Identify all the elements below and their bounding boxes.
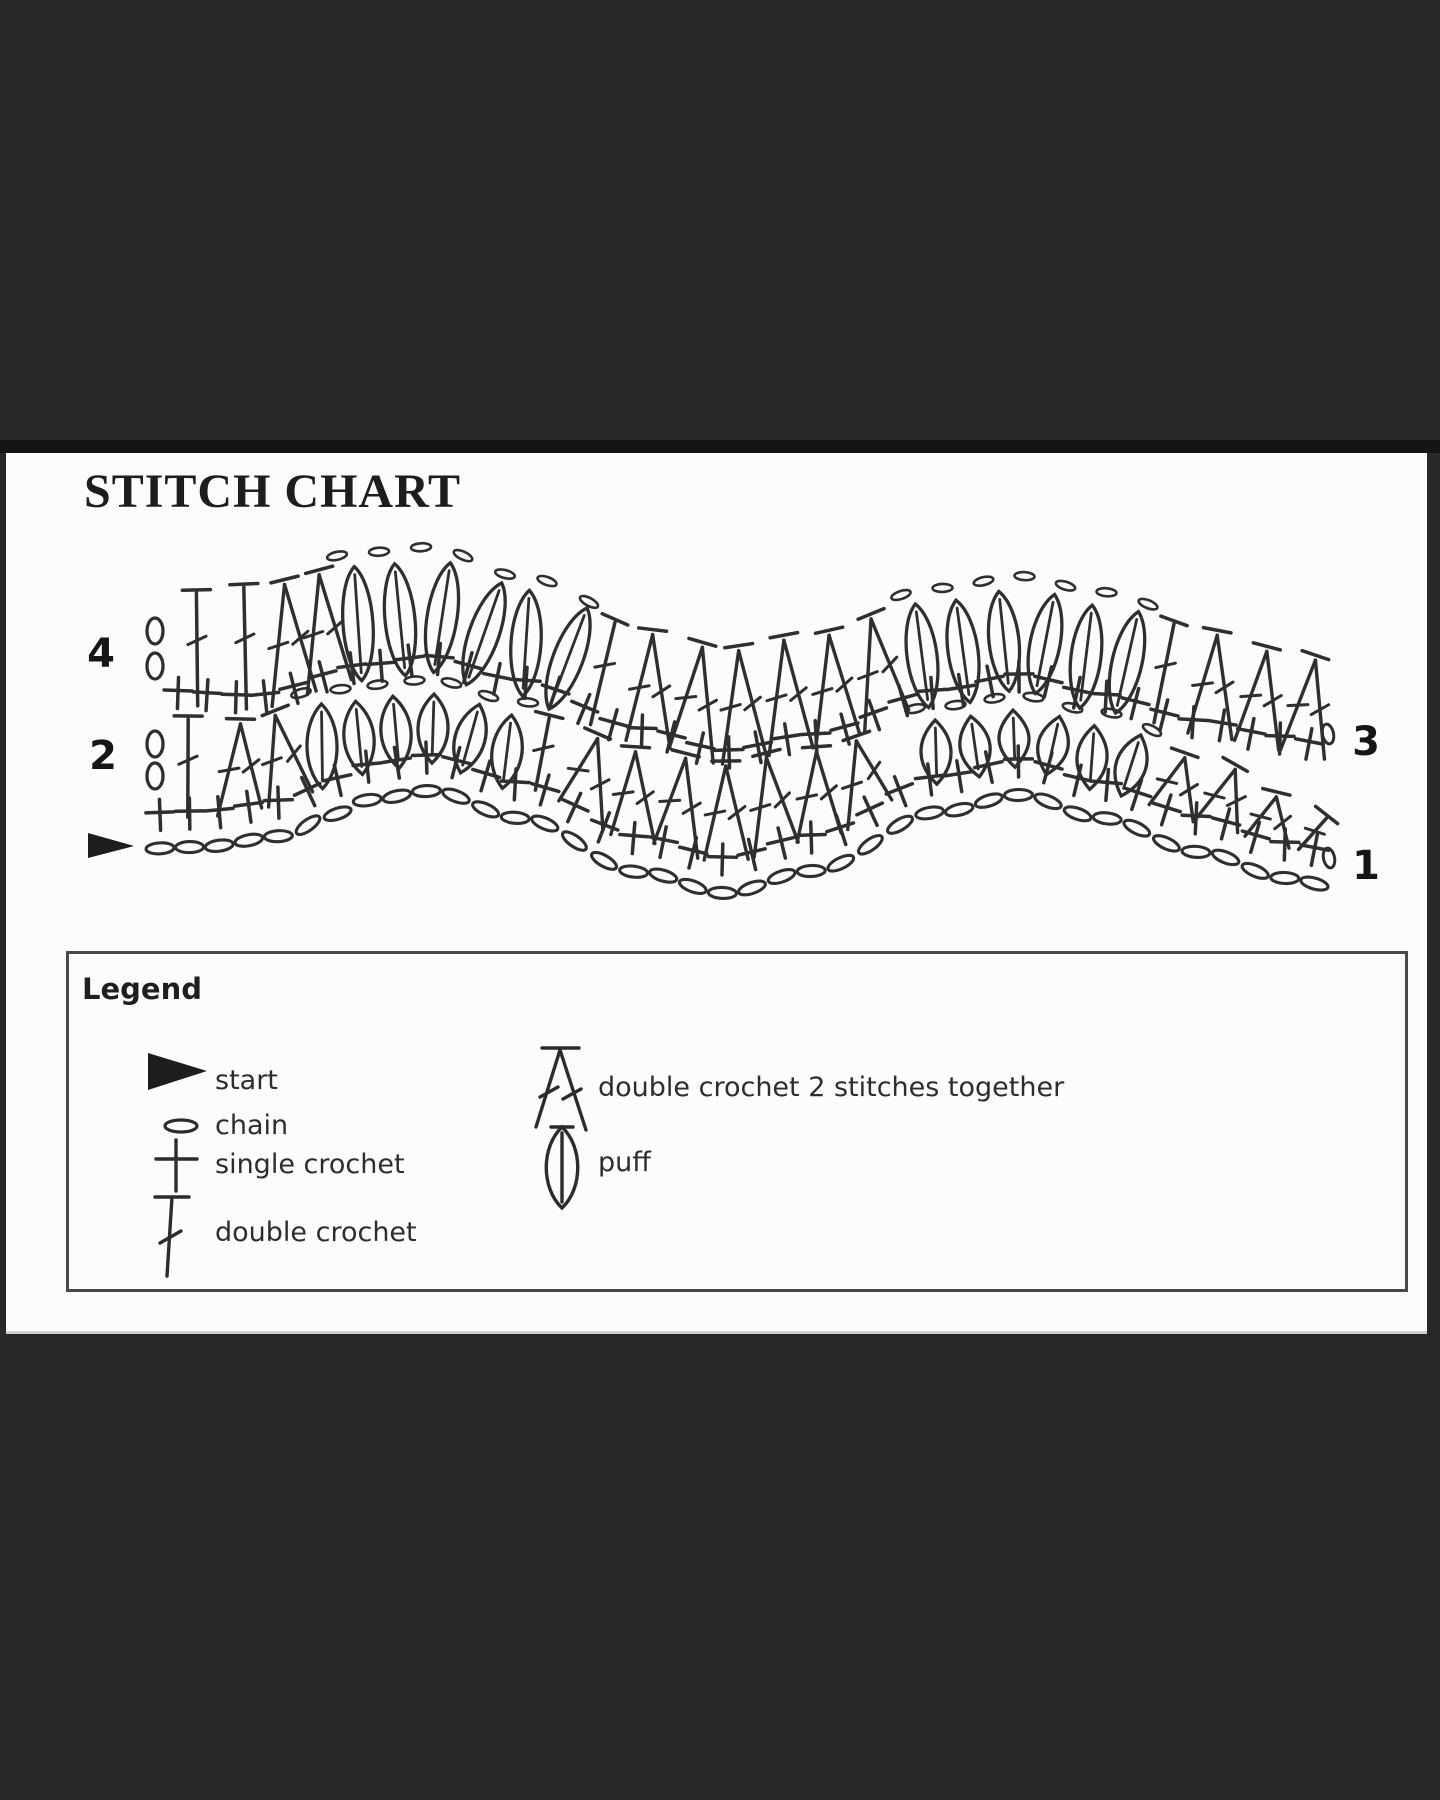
legend-label-puff: puff	[598, 1147, 651, 1178]
panel-top-divider	[0, 440, 1440, 453]
legend-label-chain: chain	[215, 1110, 289, 1141]
single-crochet-icon	[154, 1138, 199, 1193]
legend-label-start: start	[215, 1065, 278, 1096]
page-title: STITCH CHART	[84, 465, 462, 518]
row-label-2: 2	[89, 733, 117, 779]
legend-label-dc2tog: double crochet 2 stitches together	[598, 1072, 1065, 1103]
row-label-3: 3	[1352, 719, 1380, 765]
puff-icon	[544, 1124, 580, 1211]
chain-icon	[163, 1118, 199, 1134]
legend-title: Legend	[82, 972, 202, 1006]
row-label-1: 1	[1352, 843, 1380, 889]
legend-label-single-crochet: single crochet	[215, 1149, 405, 1180]
legend-label-double-crochet: double crochet	[215, 1217, 417, 1248]
row-label-4: 4	[87, 631, 115, 677]
double-crochet-icon	[153, 1195, 191, 1278]
start-icon	[148, 1053, 207, 1090]
legend-box	[66, 951, 1408, 1292]
dc2tog-icon	[534, 1046, 588, 1132]
